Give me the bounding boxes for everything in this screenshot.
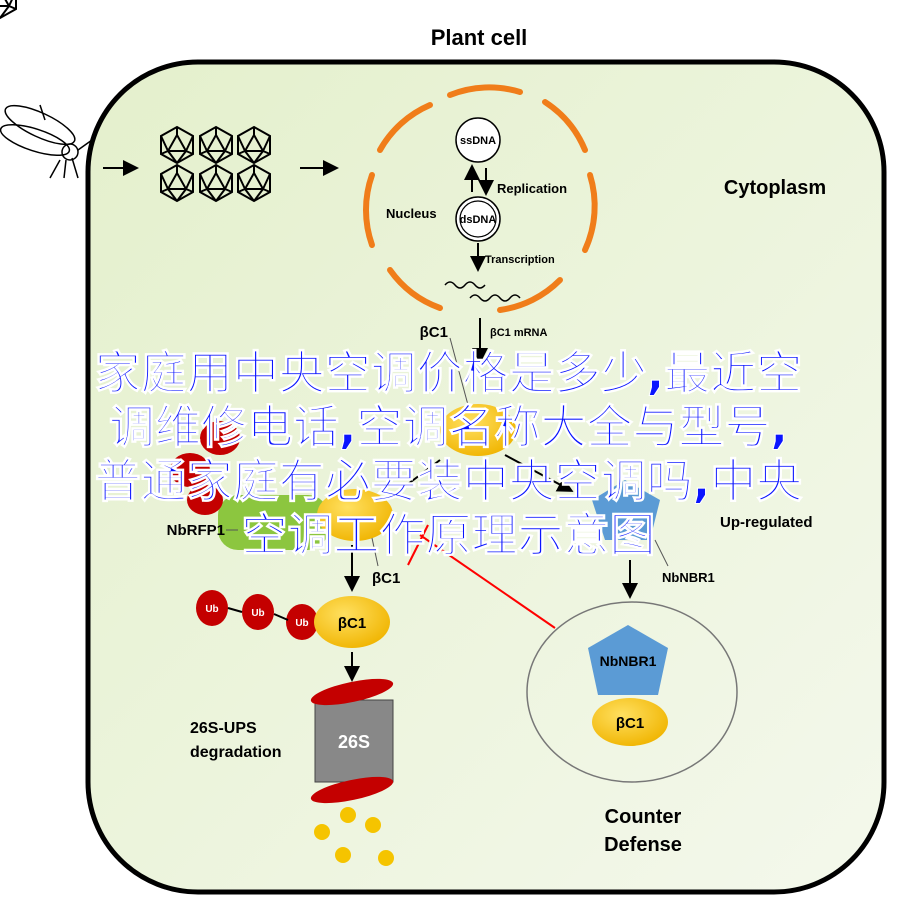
nbnbr1-protein — [588, 625, 668, 695]
inhibition-line — [419, 534, 556, 629]
inhibition-line — [407, 524, 429, 566]
svg-text:Ub: Ub — [295, 618, 308, 629]
dsdna-circle — [455, 196, 501, 242]
up-regulated-label: Up-regulated — [720, 514, 813, 531]
proteasome-26s: 26S — [310, 678, 394, 804]
nucleus-label: Nucleus — [386, 206, 437, 221]
svg-text:βC1: βC1 — [616, 715, 644, 732]
transcription-label: Transcription — [485, 254, 555, 266]
mrna-icon — [444, 281, 521, 302]
geminivirus-particles-icon — [0, 0, 271, 202]
ub-tag — [170, 453, 210, 487]
replication-label: Replication — [497, 181, 567, 196]
bc1-label: βC1 — [420, 324, 448, 341]
svg-text:NbNBR1: NbNBR1 — [600, 653, 657, 669]
ssdna-circle — [455, 117, 501, 163]
svg-text:Ub: Ub — [205, 604, 218, 615]
label-leader — [654, 539, 669, 567]
svg-text:26S: 26S — [338, 732, 370, 752]
bc1-label: βC1 — [372, 570, 400, 587]
ubiquitin-chain: Ub Ub Ub — [196, 590, 318, 640]
overlay-line: 调维修电话,空调名称大全与型号, — [109, 400, 789, 455]
bc1-protein — [314, 596, 390, 648]
dsdna-label: dsDNA — [460, 214, 497, 226]
label-leader — [371, 537, 379, 567]
bc1-protein — [317, 489, 393, 541]
nbnbr1-label: NbNBR1 — [662, 570, 715, 585]
peptide-fragments — [314, 807, 394, 866]
nbnbr1-protein — [592, 480, 660, 540]
counter-defense-label-1: Counter — [605, 806, 682, 828]
overlay-line: 家庭用中央空调价格是多少,最近空 — [94, 346, 803, 401]
overlay-line: 空调工作原理示意图 — [241, 508, 656, 563]
ub-tag — [200, 421, 240, 455]
ssdna-label: ssDNA — [460, 135, 496, 147]
nbrfp1-label: NbRFP1 — [167, 522, 225, 539]
overlay-caption: 家庭用中央空调价格是多少,最近空 调维修电话,空调名称大全与型号, 普通家庭有必… — [0, 346, 897, 563]
svg-text:βC1: βC1 — [338, 615, 366, 632]
label-leader — [449, 337, 469, 406]
cytoplasm-label: Cytoplasm — [724, 177, 826, 199]
mrna-label: βC1 mRNA — [490, 327, 548, 339]
ub-tag — [187, 485, 223, 515]
nbrfp1-protein — [218, 495, 328, 550]
defense-vesicle — [526, 601, 738, 783]
title: Plant cell — [431, 25, 528, 50]
bc1-protein — [592, 698, 668, 746]
ups-label-2: degradation — [190, 744, 282, 761]
cell-wall — [85, 59, 887, 895]
bc1-protein — [440, 404, 516, 456]
overlay-line: 普通家庭有必要装中央空调吗,中央 — [94, 454, 803, 509]
nucleus-envelope — [363, 84, 598, 313]
whitefly-icon — [0, 104, 93, 179]
ups-label-1: 26S-UPS — [190, 720, 257, 737]
counter-defense-label-2: Defense — [604, 834, 682, 856]
svg-text:Ub: Ub — [251, 608, 264, 619]
